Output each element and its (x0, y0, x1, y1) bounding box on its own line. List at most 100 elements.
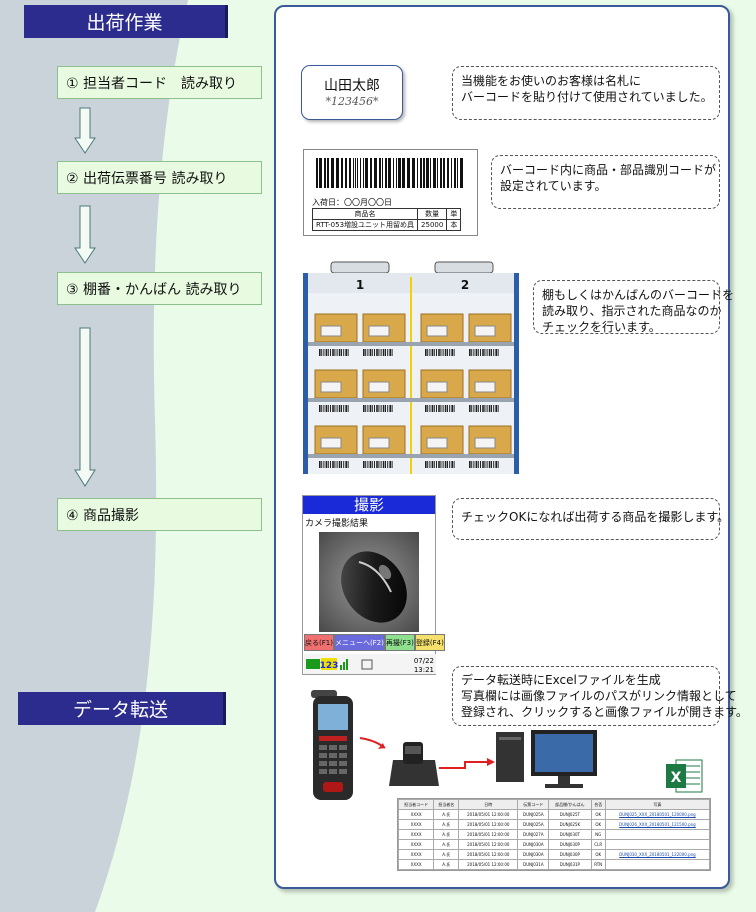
step-2-label: ② 出荷伝票番号 読み取り (66, 170, 228, 187)
sheet-cell: DUNJ031A (517, 859, 550, 870)
keyboard-icon (361, 659, 373, 670)
shelf-col-1: 1 (356, 278, 364, 292)
sheet-cell: DUNJ025A (517, 819, 550, 830)
data-transfer-title: データ転送 (72, 699, 168, 721)
sheet-cell: 2018/05/01 12:00:00 (458, 809, 519, 820)
data-transfer-header: データ転送 (18, 692, 226, 725)
sheet-cell: DUNJ027A (517, 829, 550, 840)
sheet-cell: 2018/05/01 12:00:00 (458, 849, 519, 860)
battery-icon (306, 659, 320, 669)
sheet-cell: A.氏 (433, 859, 460, 870)
note-1-line-1: 当機能をお使いのお客様は名札に (461, 74, 642, 88)
menu-button[interactable]: メニューへ(F2) (333, 634, 385, 651)
sheet-cell: XXXX (397, 829, 435, 840)
sheet-cell: 2018/05/01 12:00:00 (458, 819, 519, 830)
camera-title: 撮影 (303, 496, 435, 514)
cradle-icon (389, 742, 439, 786)
sheet-header-1: 担当者名 (433, 799, 460, 810)
sheet-cell: DUNJ031P (548, 859, 592, 870)
step-4-label: ④ 商品撮影 (66, 507, 140, 524)
sheet-cell: A.氏 (433, 809, 460, 820)
note-2-line-1: バーコード内に商品・部品識別コードが (500, 163, 717, 177)
name-card-name: 山田太郎 (324, 78, 380, 94)
sheet-cell: DUNJ030T (548, 829, 592, 840)
sheet-cell: CLR (590, 839, 606, 850)
back-button[interactable]: 戻る(F1) (304, 634, 334, 651)
sheet-cell: 2018/05/01 12:00:00 (458, 859, 519, 870)
note-camera: チェックOKになれば出荷する商品を撮影します。 (452, 498, 730, 540)
sheet-cell: A.氏 (433, 839, 460, 850)
sheet-cell: XXXX (397, 849, 435, 860)
sheet-header-6: 写真 (604, 799, 711, 810)
photo-link[interactable]: DUNJ030_XXX_20180501_122000.png (604, 849, 711, 860)
sheet-header-2: 日時 (458, 799, 519, 810)
barcode-label: 入荷日：〇〇月〇〇日 商品名 数量 単 RTT-053増設ユニット用留め具 25… (303, 149, 478, 236)
note-transfer: データ転送時にExcelファイルを生成 写真欄には画像ファイルのパスがリンク情報… (452, 666, 748, 726)
step-1-label: ① 担当者コード 読み取り (66, 75, 238, 92)
note-2-line-2: 設定されています。 (500, 179, 607, 193)
note-3-line-2: 読み取り、指示された商品なのか (542, 304, 722, 318)
photo-link[interactable]: DUNJ026_XXX_20180501_121500.png (604, 819, 711, 830)
down-arrow-1 (74, 107, 96, 154)
pc-icon (496, 730, 597, 788)
sheet-cell: XXXX (397, 809, 435, 820)
sheet-cell (604, 829, 711, 840)
reshoot-button[interactable]: 再撮(F3) (384, 634, 415, 651)
label-header-qty: 数量 (417, 208, 448, 220)
sheet-cell: DUNJ025A (517, 809, 550, 820)
note-5-line-3: 登録され、クリックすると画像ファイルが開きます。 (461, 705, 748, 719)
note-name-card: 当機能をお使いのお客様は名札に バーコードを貼り付けて使用されていました。 (452, 66, 720, 120)
sheet-cell: A.氏 (433, 849, 460, 860)
label-cell-qty: 25000 (417, 219, 448, 231)
sheet-cell: RTN (590, 859, 606, 870)
sheet-cell: OK (590, 819, 606, 830)
shelf-illustration: 1 2 (303, 261, 519, 474)
sheet-cell (604, 839, 711, 850)
note-4-line-1: チェックOKになれば出荷する商品を撮影します。 (461, 510, 730, 524)
sheet-cell: XXXX (397, 819, 435, 830)
sheet-cell: DUNJ030P (548, 839, 592, 850)
note-3-line-3: チェックを行います。 (542, 320, 661, 334)
sheet-cell: DUNJ030A (517, 849, 550, 860)
sheet-header-5: 合否 (590, 799, 606, 810)
note-shelf: 棚もしくはかんばんのバーコードを 読み取り、指示された商品なのか チェックを行い… (533, 280, 735, 334)
sheet-cell: XXXX (397, 859, 435, 870)
status-time: 13:21 (414, 666, 434, 674)
note-1-line-2: バーコードを貼り付けて使用されていました。 (461, 90, 713, 104)
sheet-cell: NG (590, 829, 606, 840)
label-cell-name: RTT-053増設ユニット用留め具 (311, 219, 419, 231)
handheld-terminal-icon (311, 690, 353, 800)
sheet-cell: A.氏 (433, 819, 460, 830)
status-bar: 123 07/22 13:21 (304, 654, 436, 674)
label-cell-unit: 本 (446, 219, 462, 231)
note-5-line-2: 写真欄には画像ファイルのパスがリンク情報として (461, 689, 737, 703)
shelf-col-2: 2 (461, 278, 469, 292)
sheet-cell: DUNJ030P (548, 849, 592, 860)
note-barcode: バーコード内に商品・部品識別コードが 設定されています。 (491, 155, 720, 209)
register-button[interactable]: 登録(F4) (414, 634, 445, 651)
shipping-work-header: 出荷作業 (24, 5, 228, 38)
label-date: 入荷日：〇〇月〇〇日 (312, 198, 392, 207)
step-3-label: ③ 棚番・かんばん 読み取り (66, 281, 242, 298)
mouse-photo (319, 532, 419, 632)
label-header-unit: 単 (446, 208, 462, 220)
name-card-code: *123456* (325, 95, 379, 108)
sheet-cell: 2018/05/01 12:00:00 (458, 829, 519, 840)
photo-link[interactable]: DUNJ025_XXX_20180501_120000.png (604, 809, 711, 820)
sheet-cell: DUNJ025K (548, 819, 592, 830)
step-4: ④ 商品撮影 (57, 498, 262, 531)
name-card: 山田太郎 *123456* (301, 65, 403, 120)
sheet-cell: DUNJ025T (548, 809, 592, 820)
step-2: ② 出荷伝票番号 読み取り (57, 161, 262, 194)
note-5-line-1: データ転送時にExcelファイルを生成 (461, 673, 661, 687)
transfer-devices (311, 690, 597, 800)
sheet-cell: OK (590, 849, 606, 860)
note-3-line-1: 棚もしくはかんばんのバーコードを (542, 288, 735, 302)
status-number: 123 (320, 661, 339, 671)
step-3: ③ 棚番・かんばん 読み取り (57, 272, 262, 305)
